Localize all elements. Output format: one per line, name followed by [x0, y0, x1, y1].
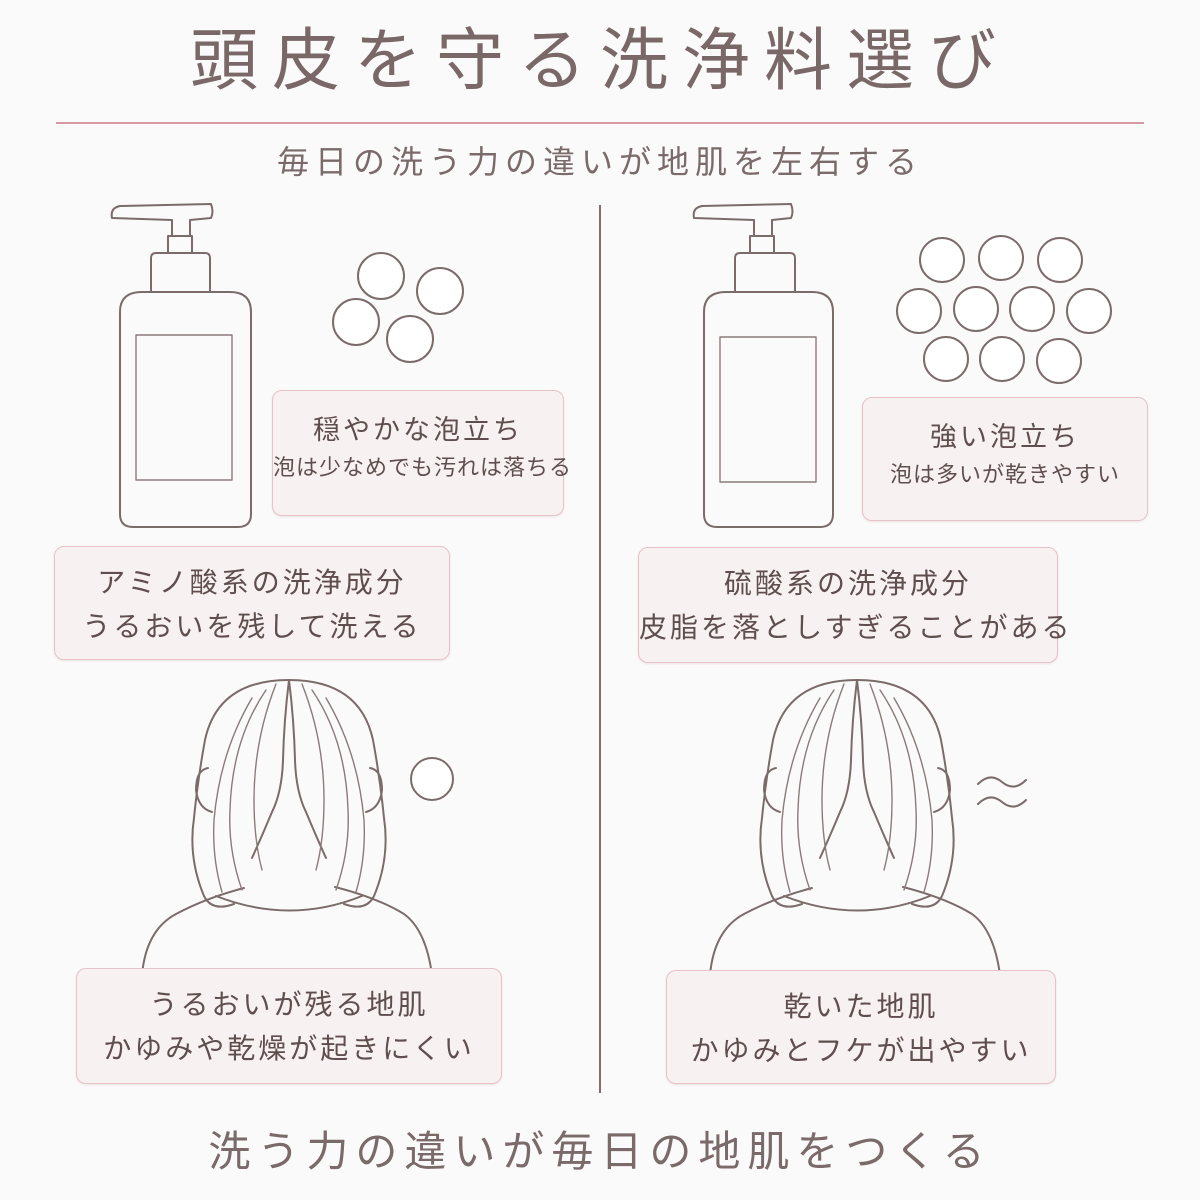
left-cleanser-description: うるおいを残して洗える — [82, 610, 422, 643]
left-foam-description: 泡は少なめでも汚れは落ちる — [273, 456, 573, 481]
right-cleanser-description: 皮脂を落としすぎることがある — [639, 611, 1073, 644]
left-foam-title: 穏やかな泡立ち — [313, 415, 523, 446]
right-cleanser-title: 硫酸系の洗浄成分 — [723, 567, 972, 600]
footer-message: 洗う力の違いが毎日の地肌をつくる — [208, 1127, 992, 1176]
right-foam-card: 強い泡立ち 泡は多いが乾きやすい — [862, 397, 1148, 521]
left-scalp-card: うるおいが残る地肌 かゆみや乾燥が起きにくい — [76, 968, 502, 1084]
right-scalp-title: 乾いた地肌 — [783, 990, 939, 1023]
right-scalp-card: 乾いた地肌 かゆみとフケが出やすい — [666, 970, 1056, 1084]
title-divider — [56, 122, 1144, 124]
page-subtitle: 毎日の洗う力の違いが地肌を左右する — [276, 143, 923, 181]
left-scalp-title: うるおいが残る地肌 — [149, 988, 429, 1021]
left-cleanser-title: アミノ酸系の洗浄成分 — [97, 566, 407, 599]
left-scalp-description: かゆみや乾燥が起きにくい — [103, 1032, 475, 1065]
right-cleanser-card: 硫酸系の洗浄成分 皮脂を落としすぎることがある — [638, 547, 1073, 663]
left-foam-card: 穏やかな泡立ち 泡は少なめでも汚れは落ちる — [272, 390, 573, 516]
page-title: 頭皮を守る洗浄料選び — [189, 22, 1010, 101]
right-foam-title: 強い泡立ち — [930, 422, 1080, 453]
center-divider — [599, 205, 601, 1093]
right-scalp-description: かゆみとフケが出やすい — [690, 1034, 1032, 1067]
left-cleanser-card: アミノ酸系の洗浄成分 うるおいを残して洗える — [54, 546, 450, 660]
right-foam-description: 泡は多いが乾きやすい — [889, 463, 1120, 488]
